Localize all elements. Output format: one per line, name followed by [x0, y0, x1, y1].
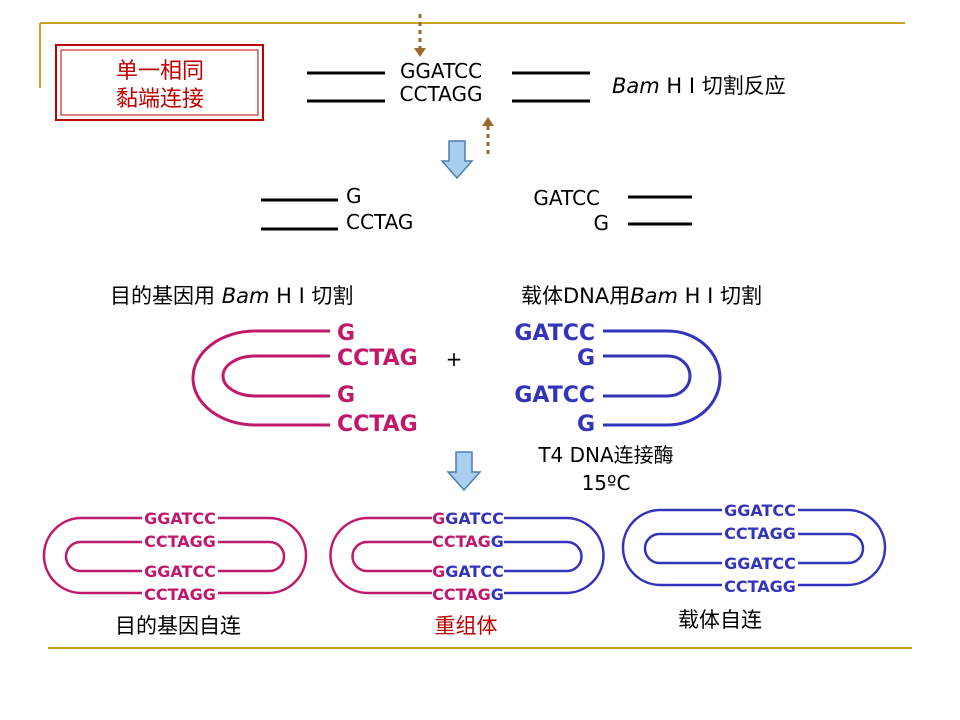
vector-label-4: G: [577, 412, 595, 437]
vector-caption: 载体DNA用Bam H I 切割: [521, 284, 762, 308]
plasmid-outer-strand: [42, 516, 308, 595]
site-bottom-seq: CCTAGG: [400, 82, 483, 106]
vector-label-1: GATCC: [514, 321, 595, 346]
recombinant-outer-right: [504, 516, 605, 595]
insert-caption: 目的基因用 Bam H I 切割: [110, 284, 353, 308]
vector-self-ligation: GGATCC CCTAGG GGATCC CCTAGG 载体自连: [621, 501, 887, 632]
product-label: CCTAGG: [724, 524, 796, 543]
cut-marker-bottom-icon: [482, 117, 494, 158]
left-fragment-bottom: CCTAG: [346, 210, 413, 234]
recombinant-inner-left: [351, 540, 432, 573]
insert-outer-strand: [191, 329, 330, 427]
digest-site: GGATCC CCTAGG Bam H I 切割反应: [307, 14, 786, 158]
insert-self-ligation: GGATCC CCTAGG GGATCC CCTAGG 目的基因自连: [42, 509, 308, 638]
product-label: GGATCC: [144, 562, 216, 581]
insert-self-caption: 目的基因自连: [115, 614, 241, 638]
insert-inner-strand: [221, 354, 330, 398]
cut-marker-top-icon: [414, 14, 426, 57]
down-arrow-icon: [440, 140, 474, 180]
enzyme-rest: H I 切割反应: [660, 74, 786, 98]
vector-fragment: GATCC G GATCC G: [514, 321, 722, 437]
right-fragment-top: GATCC: [533, 186, 600, 210]
insert-label-1: G: [337, 321, 355, 346]
recombinant-outer-left: [329, 516, 432, 595]
down-arrow-icon: [446, 451, 482, 492]
enzyme-italic: Bam: [612, 74, 660, 98]
insert-label-2: CCTAG: [337, 346, 418, 371]
left-fragment-top: G: [346, 184, 362, 208]
plus-sign: +: [446, 347, 463, 371]
recombinant: GGATCC CCTAGG GGATCC CCTAGG 重组体: [329, 509, 605, 638]
product-label: CCTAGG: [432, 585, 504, 604]
recombinant-inner-right: [504, 540, 583, 573]
product-label: GGATCC: [724, 554, 796, 573]
product-label: CCTAGG: [144, 532, 216, 551]
product-label: GGATCC: [432, 562, 504, 581]
product-label: CCTAGG: [724, 577, 796, 596]
insert-label-3: G: [337, 383, 355, 408]
product-label: GGATCC: [432, 509, 504, 528]
vector-inner-strand: [603, 354, 692, 398]
title-box: 单一相同 黏端连接: [55, 44, 264, 121]
cut-fragments: G CCTAG GATCC G: [261, 184, 692, 235]
insert-fragment: G CCTAG G CCTAG: [191, 321, 418, 437]
title-line-1: 单一相同: [116, 59, 204, 84]
vector-label-3: GATCC: [514, 383, 595, 408]
product-label: GGATCC: [724, 501, 796, 520]
recombinant-caption: 重组体: [435, 614, 498, 638]
product-label: CCTAGG: [144, 585, 216, 604]
insert-label-4: CCTAG: [337, 412, 418, 437]
title-line-2: 黏端连接: [116, 87, 204, 112]
site-top-seq: GGATCC: [400, 59, 482, 83]
vector-outer-strand: [603, 329, 722, 427]
ligase-label: T4 DNA连接酶: [537, 443, 673, 467]
temperature-label: 15ºC: [582, 471, 631, 495]
plasmid-outer-strand: [621, 508, 887, 587]
right-fragment-bottom: G: [594, 211, 610, 235]
vector-self-caption: 载体自连: [678, 608, 762, 632]
product-label: GGATCC: [144, 509, 216, 528]
product-label: CCTAGG: [432, 532, 504, 551]
vector-label-2: G: [577, 346, 595, 371]
enzyme-label: Bam H I 切割反应: [612, 74, 786, 98]
